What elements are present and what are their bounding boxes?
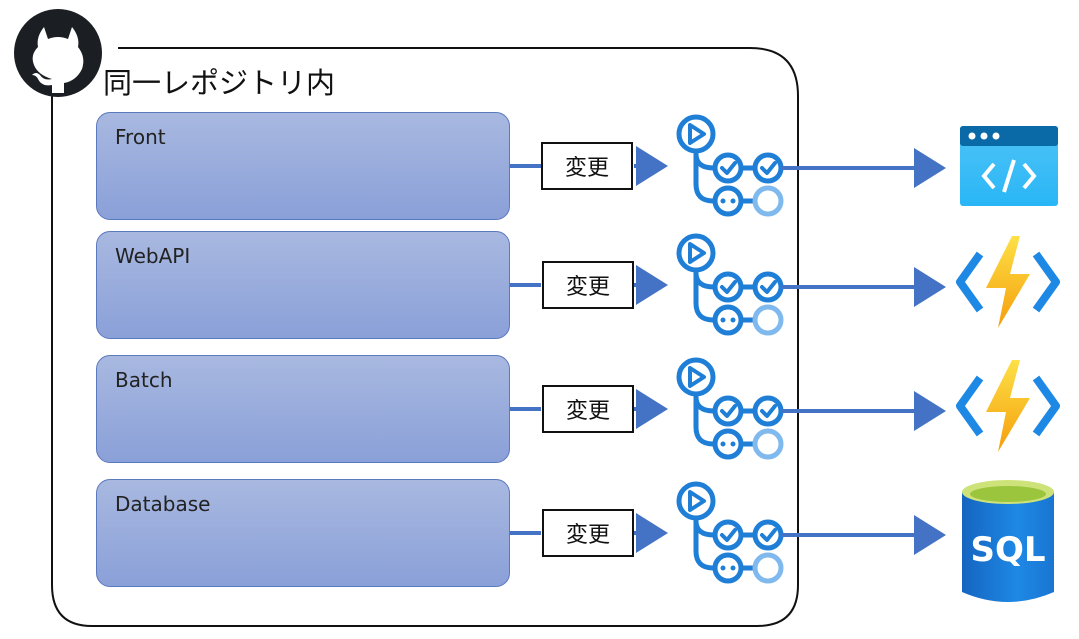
pipeline-row	[510, 233, 1060, 336]
github-actions-workflow-icon	[676, 233, 784, 336]
pipeline-row	[510, 114, 1058, 217]
component-label: Batch	[115, 368, 173, 392]
component-label: Database	[115, 492, 211, 516]
pipeline-row	[510, 357, 1060, 460]
repo-title: 同一レポジトリ内	[103, 66, 336, 100]
github-actions-workflow-icon	[676, 114, 784, 217]
component-box: Batch	[96, 355, 510, 463]
change-label-box: 変更	[542, 261, 634, 309]
azure-functions-icon	[956, 236, 1060, 328]
azure-static-web-app-icon	[960, 126, 1058, 206]
sql-icon-label: SQL	[970, 530, 1045, 570]
github-icon	[14, 9, 102, 97]
azure-sql-database-icon: SQL	[962, 480, 1054, 602]
change-label-box: 変更	[542, 509, 634, 557]
component-box: WebAPI	[96, 231, 510, 339]
component-label: Front	[115, 125, 166, 149]
component-label: WebAPI	[115, 244, 191, 268]
github-actions-workflow-icon	[676, 357, 784, 460]
component-box: Front	[96, 112, 510, 220]
github-actions-workflow-icon	[676, 481, 784, 584]
repository-container	[51, 47, 799, 627]
change-label-box: 変更	[541, 142, 633, 190]
component-box: Database	[96, 479, 510, 587]
azure-functions-icon	[956, 360, 1060, 452]
rows-layer: SQL	[510, 114, 1060, 602]
change-label-box: 変更	[542, 385, 634, 433]
pipeline-row: SQL	[510, 480, 1054, 602]
